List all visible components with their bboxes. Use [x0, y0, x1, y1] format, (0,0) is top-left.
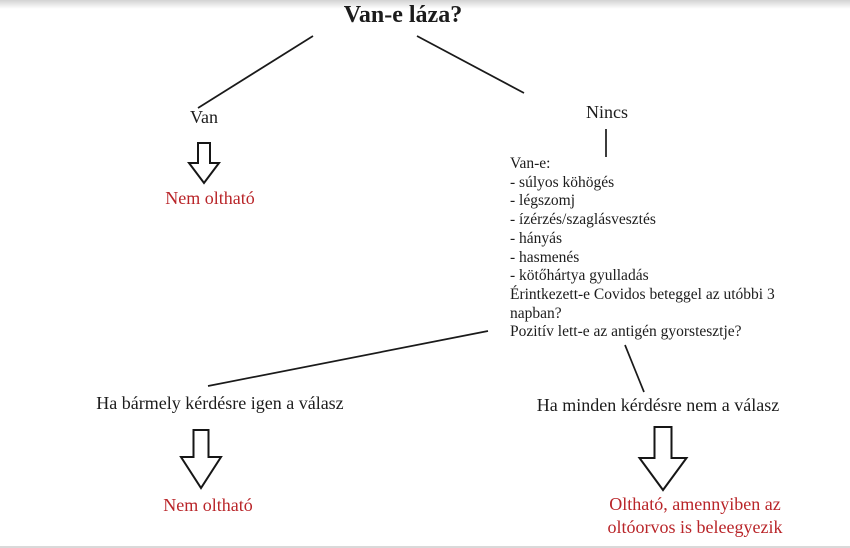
connector-questions-to-bottom-right — [624, 344, 645, 393]
top-edge-shadow — [0, 0, 850, 9]
contact-question-line2: napban? — [510, 304, 562, 322]
symptom-item-taste-smell-loss: - ízérzés/szaglásvesztés — [510, 211, 656, 229]
connector-title-to-nincs — [416, 35, 525, 94]
node-nincs-label: Nincs — [586, 102, 628, 122]
bottom-edge — [0, 546, 850, 548]
symptom-item-diarrhea: - hasmenés — [510, 248, 580, 266]
questions-block: Van-e: - súlyos köhögés - légszomj - ízé… — [510, 155, 840, 342]
outcome-not-vaccinable-bottom: Nem oltható — [163, 495, 253, 515]
condition-all-no: Ha minden kérdésre nem a válasz — [536, 395, 780, 415]
symptom-item-vomiting: - hányás — [510, 229, 563, 247]
symptom-item-shortness-of-breath: - légszomj — [510, 192, 575, 210]
down-arrow-van-icon — [187, 142, 221, 185]
down-arrow-bottom-right-icon — [637, 426, 689, 492]
node-van-label: Van — [190, 107, 218, 127]
questions-header: Van-e: — [510, 155, 551, 172]
outcome-not-vaccinable-top: Nem oltható — [165, 188, 255, 208]
connector-questions-to-bottom-left — [207, 330, 489, 387]
antigen-question: Pozitív lett-e az antigén gyorstesztje? — [510, 323, 742, 341]
outcome-vaccinable-line2: oltóorvos is beleegyezik — [607, 516, 783, 537]
contact-question-line1: Érintkezett-e Covidos beteggel az utóbbi… — [510, 285, 775, 303]
page-title: Van-e láza? — [343, 2, 463, 28]
outcome-vaccinable: Oltható, amennyiben az oltóorvos is bele… — [545, 493, 845, 538]
condition-any-yes: Ha bármely kérdésre igen a válasz — [96, 393, 344, 413]
connector-title-to-van — [197, 35, 314, 109]
symptom-item-conjunctivitis: - kötőhártya gyulladás — [510, 267, 649, 285]
symptom-item-cough: - súlyos köhögés — [510, 173, 615, 191]
down-arrow-bottom-left-icon — [179, 429, 223, 490]
outcome-vaccinable-line1: Oltható, amennyiben az — [609, 494, 781, 514]
